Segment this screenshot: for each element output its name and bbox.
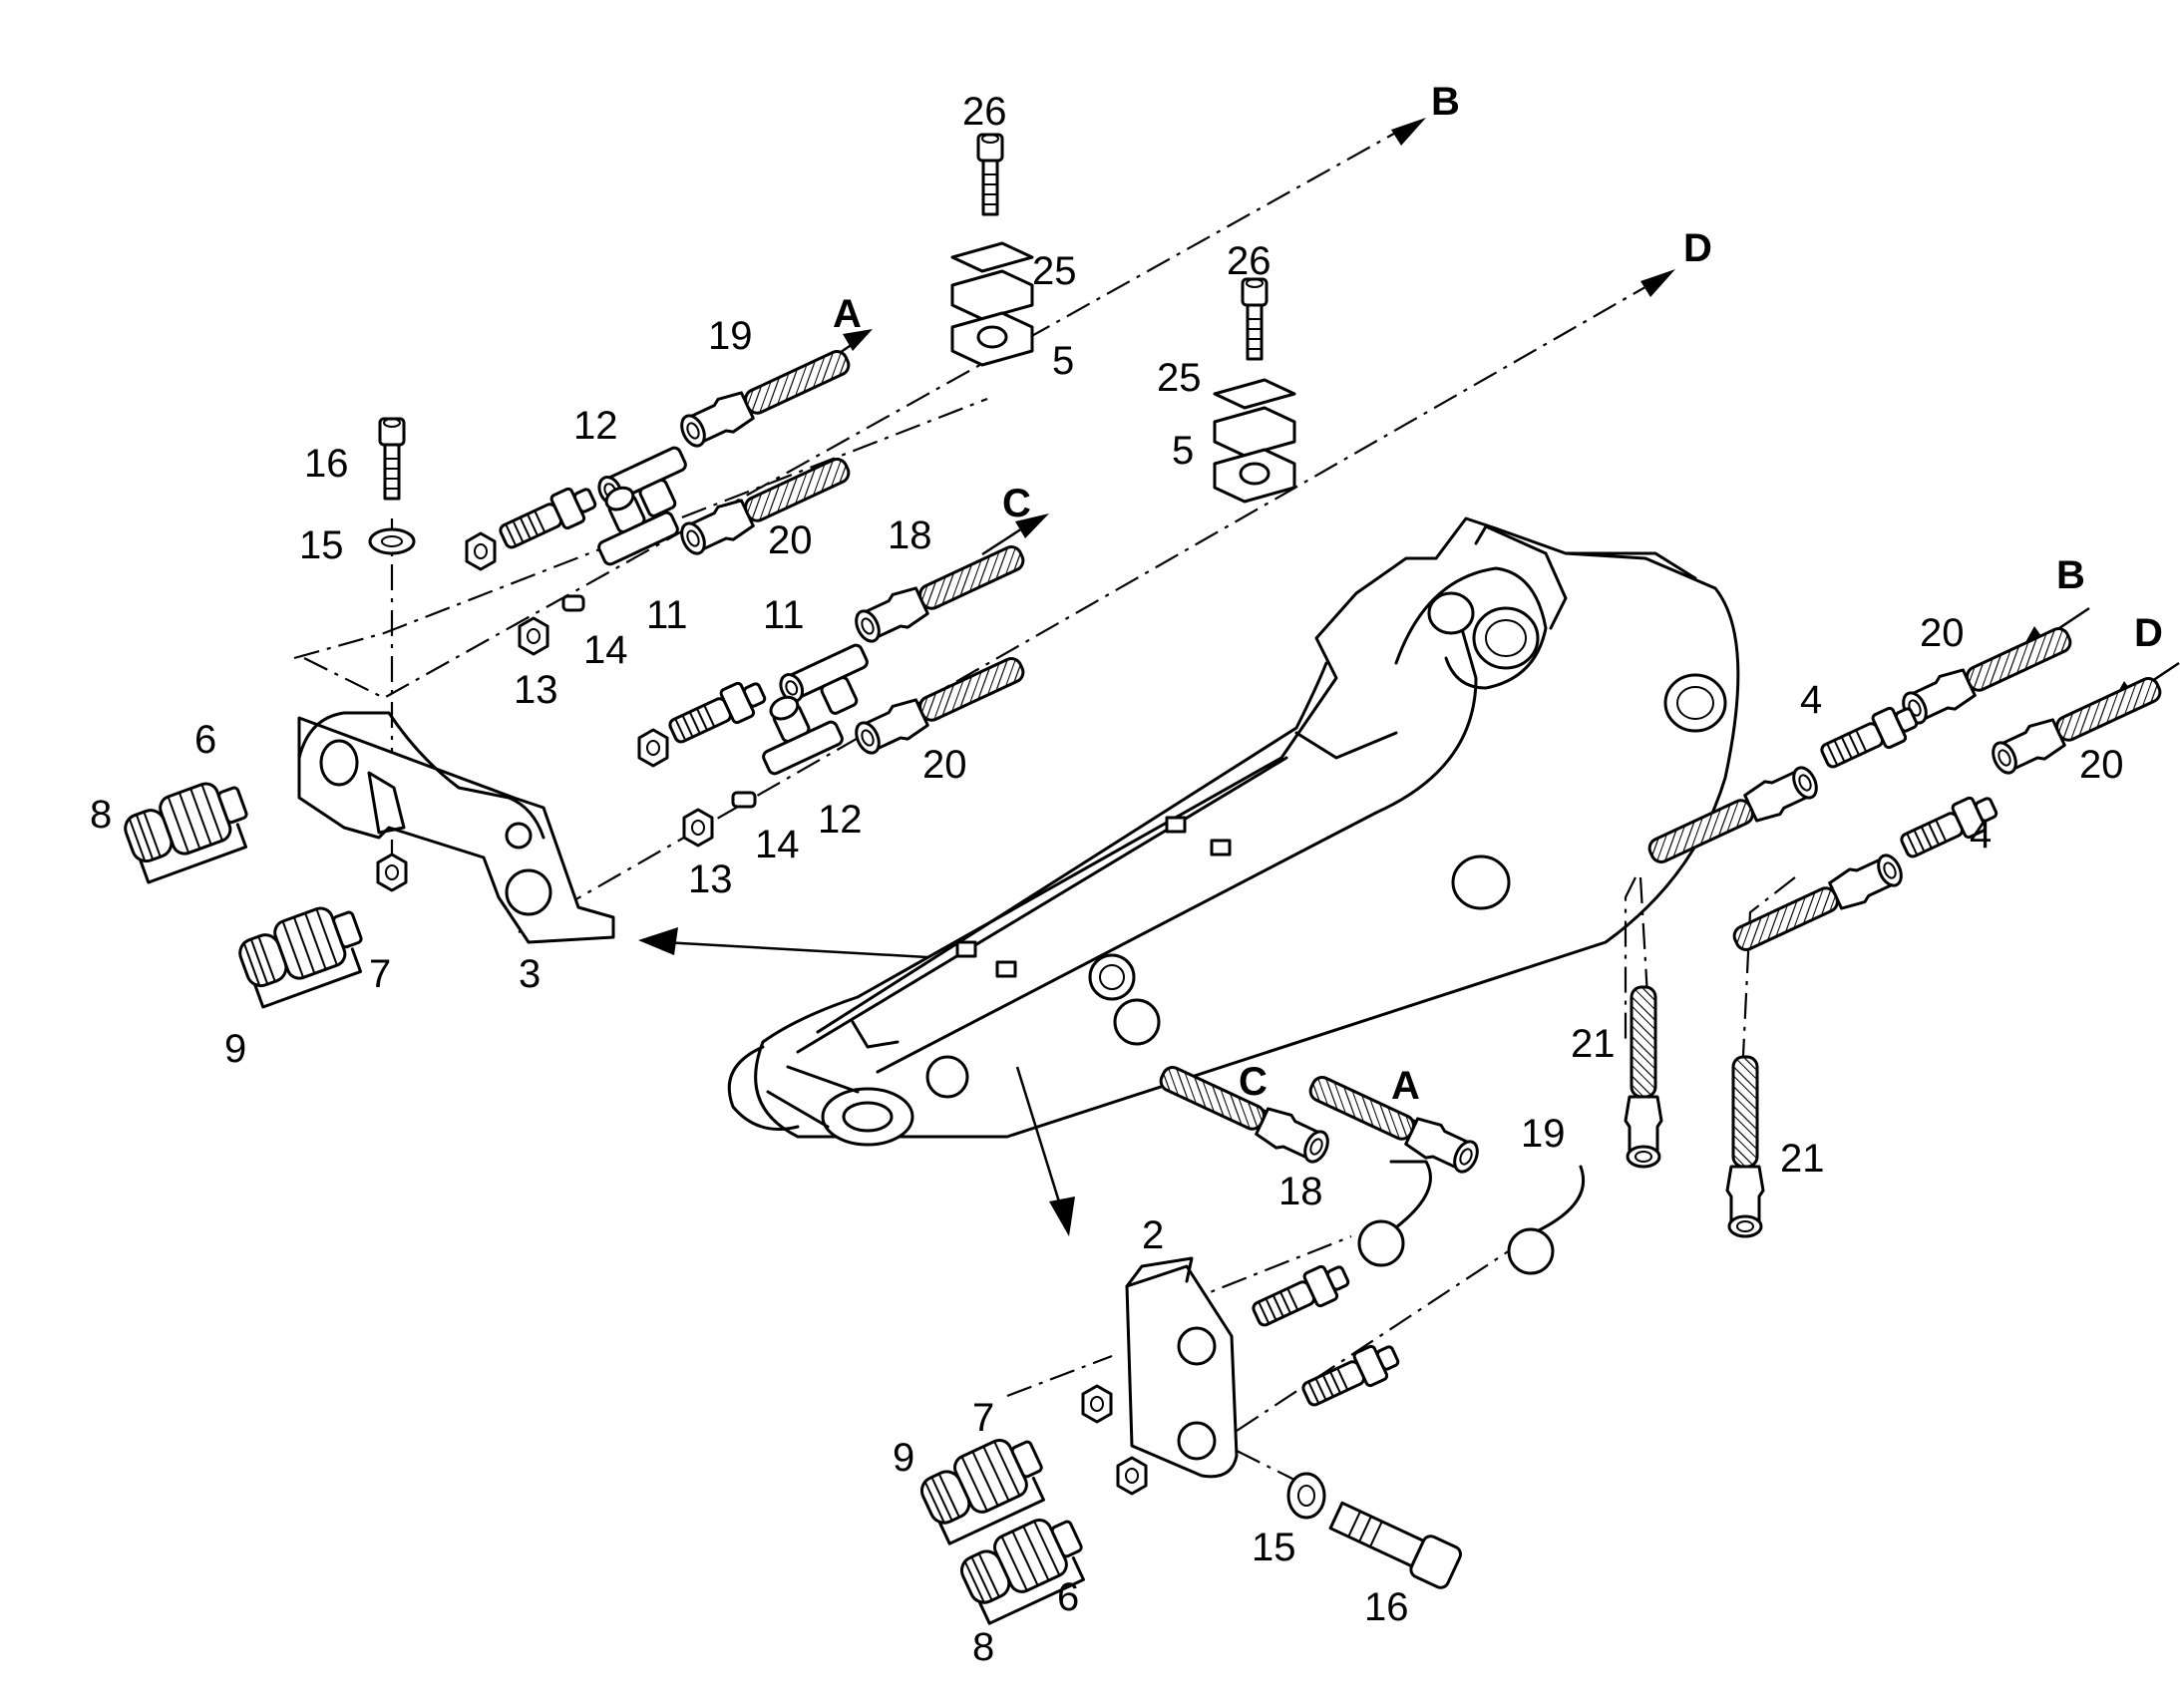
- label-4: 4: [1800, 678, 1822, 722]
- label-20: 20: [2079, 743, 2124, 787]
- letter-A: A: [1391, 1064, 1420, 1108]
- label-12: 12: [573, 404, 618, 448]
- label-8: 8: [90, 793, 112, 837]
- boom-arm: [727, 516, 1740, 1147]
- label-2: 2: [1142, 1213, 1164, 1257]
- label-14: 14: [755, 823, 800, 866]
- label-26: 26: [1227, 239, 1272, 283]
- letter-D: D: [1683, 226, 1712, 270]
- label-11: 11: [646, 593, 688, 637]
- bracket-3: [297, 711, 615, 944]
- label-7: 7: [972, 1396, 994, 1440]
- label-21: 21: [1571, 1022, 1616, 1066]
- label-16: 16: [1364, 1585, 1409, 1629]
- label-7: 7: [369, 952, 391, 996]
- label-21: 21: [1780, 1137, 1825, 1181]
- label-6: 6: [1057, 1575, 1079, 1619]
- label-26: 26: [962, 90, 1007, 134]
- letter-C: C: [1239, 1060, 1268, 1104]
- bracket-2: [1125, 1256, 1239, 1479]
- label-5: 5: [1052, 339, 1074, 383]
- label-13: 13: [514, 668, 558, 712]
- label-12: 12: [818, 798, 863, 842]
- label-4: 4: [1970, 813, 1992, 856]
- letter-B: B: [2056, 553, 2085, 597]
- letter-D: D: [2134, 611, 2163, 655]
- label-20: 20: [1920, 611, 1965, 655]
- label-15: 15: [299, 523, 344, 567]
- letter-B: B: [1431, 80, 1460, 124]
- label-18: 18: [1278, 1170, 1323, 1213]
- part-labels: 26 25 5 19 12 16 15 20 11 14 13 18 11 26…: [90, 90, 2124, 1669]
- label-18: 18: [888, 513, 932, 557]
- label-9: 9: [224, 1027, 246, 1071]
- label-13: 13: [688, 857, 733, 901]
- connection-letters: B D A C B D C A: [833, 80, 2163, 1108]
- label-6: 6: [194, 718, 216, 762]
- label-8: 8: [972, 1625, 994, 1669]
- label-20: 20: [922, 743, 967, 787]
- label-19: 19: [1521, 1112, 1566, 1156]
- letter-A: A: [833, 292, 862, 336]
- label-11: 11: [763, 593, 805, 637]
- letter-C: C: [1002, 482, 1031, 525]
- label-14: 14: [583, 628, 628, 672]
- label-9: 9: [893, 1436, 914, 1480]
- label-25: 25: [1032, 249, 1077, 293]
- label-3: 3: [519, 952, 541, 996]
- label-25: 25: [1157, 356, 1202, 400]
- label-19: 19: [708, 314, 753, 358]
- label-5: 5: [1172, 429, 1194, 473]
- label-16: 16: [304, 442, 349, 486]
- label-20: 20: [768, 518, 813, 562]
- label-15: 15: [1252, 1526, 1296, 1569]
